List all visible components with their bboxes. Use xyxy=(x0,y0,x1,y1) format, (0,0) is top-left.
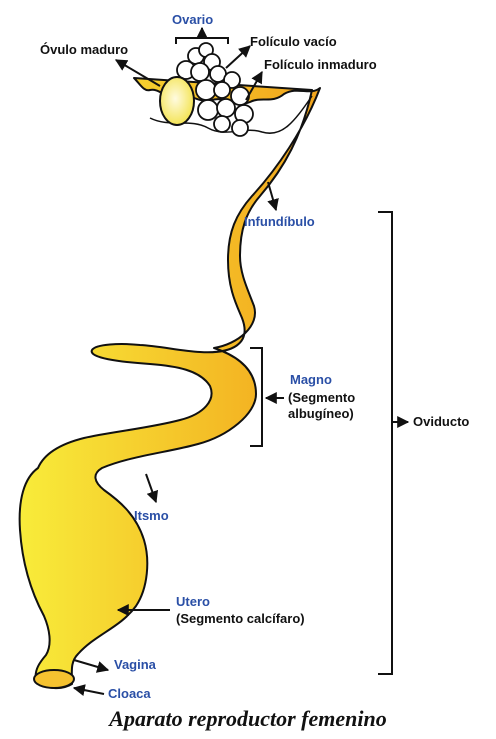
mature-ovum xyxy=(160,77,194,125)
label-magno: Magno xyxy=(290,372,332,388)
label-magno-desc-2: albugíneo) xyxy=(288,406,354,422)
foliculo-vacio-arrow xyxy=(226,46,250,68)
label-utero: Utero xyxy=(176,594,210,610)
label-foliculo-vacio: Folículo vacío xyxy=(250,34,337,50)
label-ovulo-maduro: Óvulo maduro xyxy=(40,42,128,58)
diagram-caption: Aparato reproductor femenino xyxy=(0,706,496,732)
label-itsmo: Itsmo xyxy=(134,508,169,524)
label-cloaca: Cloaca xyxy=(108,686,151,702)
oviducto-bracket xyxy=(378,212,392,674)
cloaca-arrow xyxy=(74,688,104,694)
infundibulum-shape xyxy=(20,78,320,688)
label-ovario: Ovario xyxy=(172,12,213,28)
vagina-arrow xyxy=(74,660,108,670)
infundibulo-arrow xyxy=(268,182,276,210)
label-vagina: Vagina xyxy=(114,657,156,673)
cloaca-opening xyxy=(34,670,74,688)
label-oviducto: Oviducto xyxy=(413,414,469,430)
itsmo-arrow xyxy=(146,474,156,502)
ovary-bracket xyxy=(176,38,228,44)
label-infundibulo: Infundíbulo xyxy=(244,214,315,230)
label-foliculo-inmaduro: Folículo inmaduro xyxy=(264,57,377,73)
label-magno-desc-1: (Segmento xyxy=(288,390,355,406)
label-utero-desc: (Segmento calcífaro) xyxy=(176,611,305,627)
